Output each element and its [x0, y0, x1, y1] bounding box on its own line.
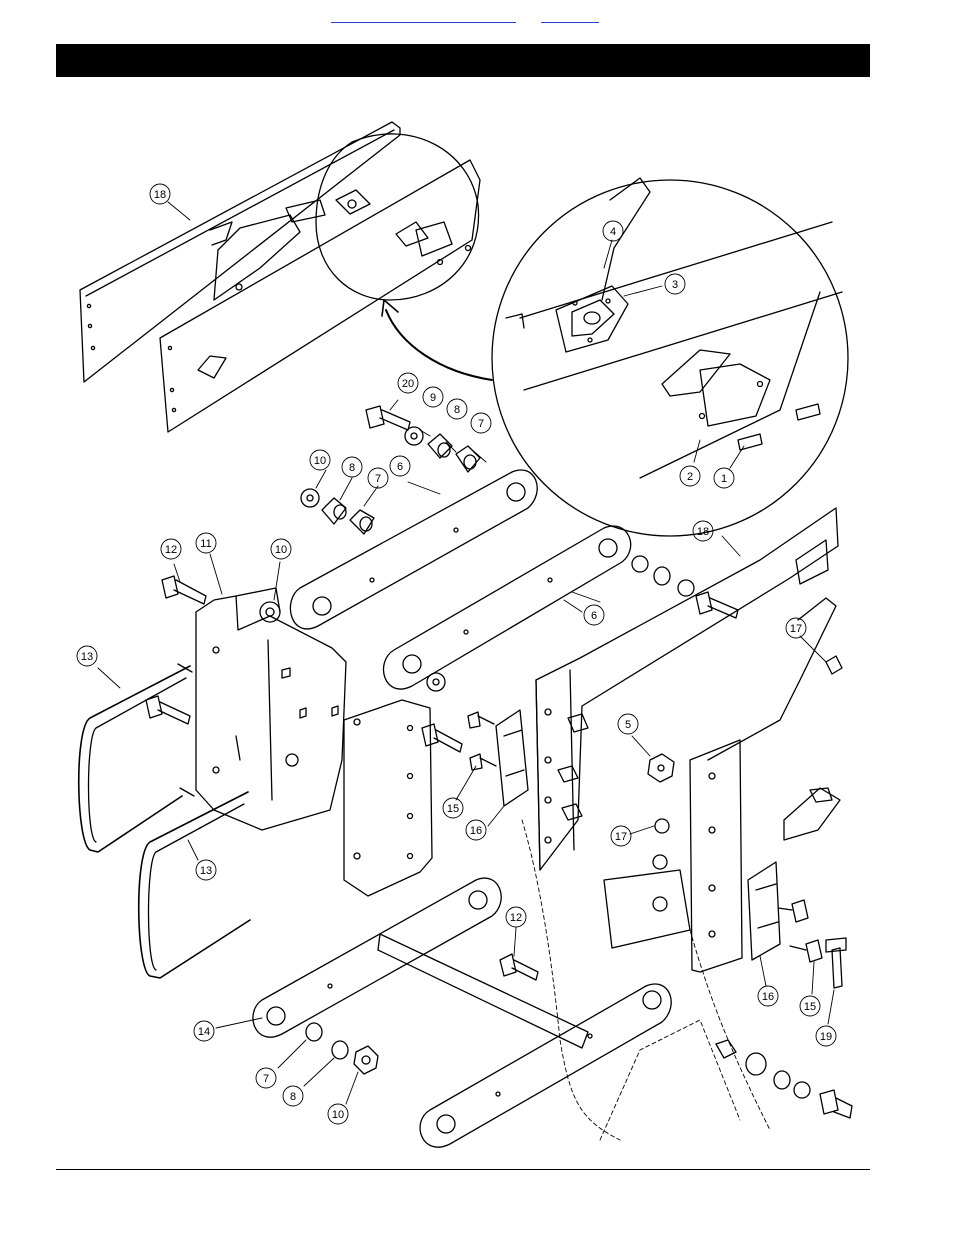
main-frame-bracket — [195, 507, 841, 1141]
svg-text:12: 12 — [510, 912, 522, 924]
svg-text:18: 18 — [154, 189, 166, 201]
svg-text:4: 4 — [610, 226, 616, 238]
callout-17-upper: 17 — [785, 617, 807, 639]
svg-text:8: 8 — [290, 1091, 296, 1103]
detail-zoom-circle — [491, 177, 849, 537]
callout-7-mid: 7 — [367, 467, 389, 489]
hardware-items — [145, 405, 853, 1119]
callout-8-lower: 8 — [282, 1085, 304, 1107]
svg-text:6: 6 — [591, 610, 597, 622]
callout-17-lower: 17 — [610, 825, 632, 847]
nav-link-primary[interactable] — [331, 12, 516, 23]
callout-3: 3 — [664, 273, 686, 295]
callout-15-left: 15 — [442, 797, 464, 819]
leader-lines — [97, 201, 835, 1105]
svg-text:15: 15 — [447, 803, 459, 815]
link-bars — [252, 469, 672, 1148]
nav-link-secondary[interactable] — [541, 12, 599, 23]
callout-14: 14 — [193, 1020, 215, 1042]
svg-text:7: 7 — [375, 473, 381, 485]
callout-11: 11 — [195, 532, 217, 554]
svg-text:17: 17 — [615, 831, 627, 843]
callout-12-lower: 12 — [505, 906, 527, 928]
svg-text:20: 20 — [402, 378, 414, 390]
svg-text:8: 8 — [349, 462, 355, 474]
svg-text:10: 10 — [314, 455, 326, 467]
callout-4: 4 — [602, 220, 624, 242]
svg-text:12: 12 — [165, 544, 177, 556]
callout-16-right: 16 — [757, 985, 779, 1007]
svg-text:17: 17 — [790, 623, 802, 635]
footer-divider — [56, 1169, 870, 1170]
callout-19: 19 — [815, 1025, 837, 1047]
upper-assembly-overview — [79, 121, 493, 433]
callout-6-upper: 6 — [389, 455, 411, 477]
svg-text:10: 10 — [332, 1109, 344, 1121]
svg-text:15: 15 — [804, 1001, 816, 1013]
svg-text:2: 2 — [687, 471, 693, 483]
svg-text:7: 7 — [263, 1073, 269, 1085]
svg-text:8: 8 — [454, 404, 460, 416]
u-bolts — [77, 663, 251, 979]
callout-5: 5 — [617, 713, 639, 735]
callout-1: 1 — [713, 467, 735, 489]
svg-text:19: 19 — [820, 1031, 832, 1043]
svg-text:3: 3 — [672, 279, 678, 291]
callout-18-right: 18 — [692, 520, 714, 542]
svg-text:7: 7 — [478, 418, 484, 430]
callout-7-lower: 7 — [255, 1067, 277, 1089]
callout-13-lower: 13 — [195, 859, 217, 881]
callout-15-right: 15 — [799, 995, 821, 1017]
callout-10-upper: 10 — [309, 449, 331, 471]
callout-8-mid: 8 — [341, 456, 363, 478]
svg-text:10: 10 — [275, 544, 287, 556]
callout-9: 9 — [422, 386, 444, 408]
svg-text:1: 1 — [721, 473, 727, 485]
callout-18-upper: 18 — [149, 183, 171, 205]
callout-10-left: 10 — [270, 538, 292, 560]
svg-text:18: 18 — [697, 526, 709, 538]
svg-text:11: 11 — [200, 538, 211, 550]
callout-12-top: 12 — [160, 538, 182, 560]
callout-7-upper: 7 — [470, 412, 492, 434]
svg-text:6: 6 — [397, 461, 403, 473]
top-navigation-links — [0, 12, 954, 26]
callout-8-upper: 8 — [446, 398, 468, 420]
svg-text:5: 5 — [625, 719, 631, 731]
page-header-bar — [56, 44, 870, 77]
callout-6-right: 6 — [583, 604, 605, 626]
callout-20: 20 — [397, 372, 419, 394]
svg-text:13: 13 — [81, 651, 93, 663]
callout-16-left: 16 — [465, 819, 487, 841]
svg-text:16: 16 — [470, 825, 482, 837]
svg-text:13: 13 — [200, 865, 212, 877]
callouts: 18 4 3 2 1 20 9 8 7 10 8 7 6 18 12 11 10… — [76, 183, 837, 1125]
callout-13-upper: 13 — [76, 645, 98, 667]
svg-text:14: 14 — [198, 1026, 210, 1038]
callout-10-lower: 10 — [327, 1103, 349, 1125]
svg-text:16: 16 — [762, 991, 774, 1003]
callout-2: 2 — [679, 465, 701, 487]
svg-text:9: 9 — [430, 392, 436, 404]
